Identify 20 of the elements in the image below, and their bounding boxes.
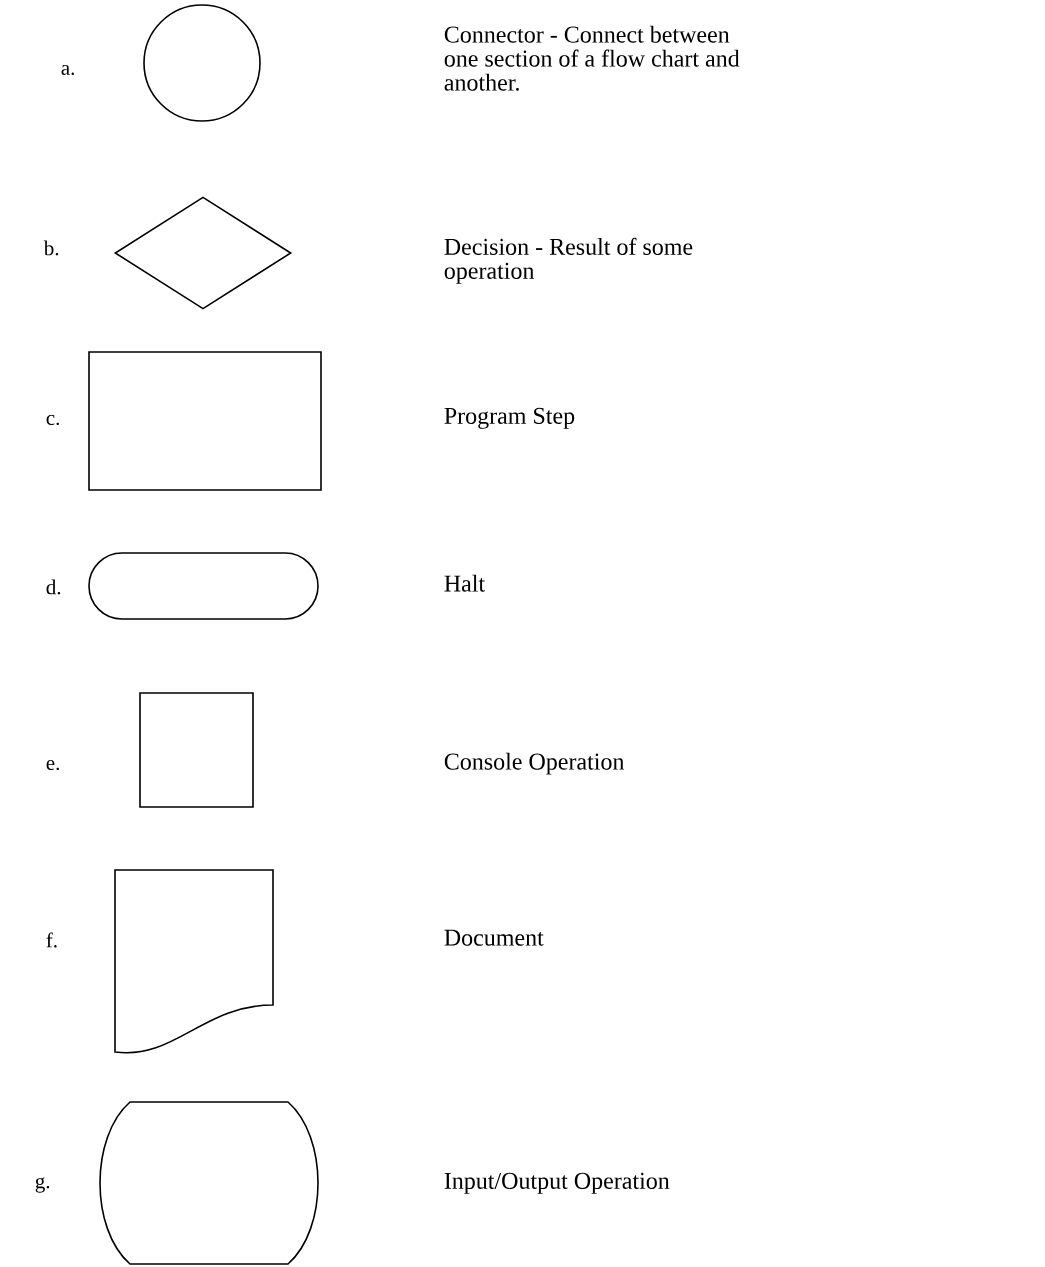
document-shape xyxy=(114,869,274,1054)
item-letter: b. xyxy=(43,240,59,256)
item-letter: d. xyxy=(46,579,61,595)
item-letter: f. xyxy=(46,932,57,948)
terminal-shape xyxy=(88,552,319,620)
connector-circle xyxy=(143,4,261,122)
item-letter: e. xyxy=(46,759,59,771)
symbol-description: Document xyxy=(444,929,544,946)
symbol-description: Program Step xyxy=(444,407,575,429)
process-box xyxy=(88,351,322,491)
symbol-description: Connector - Connect between one section of a flow chart and another. xyxy=(444,25,740,91)
item-letter: g. xyxy=(35,1177,50,1193)
symbol-description: Halt xyxy=(444,574,485,592)
process-box xyxy=(139,692,254,808)
item-letter: a. xyxy=(61,64,74,76)
symbol-description: Decision - Result of some operation xyxy=(444,237,693,284)
item-letter: c. xyxy=(46,414,59,426)
symbol-description: Console Operation xyxy=(444,752,625,775)
symbol-description: Input/Output Operation xyxy=(444,1172,670,1194)
input-output-shape xyxy=(99,1101,319,1265)
